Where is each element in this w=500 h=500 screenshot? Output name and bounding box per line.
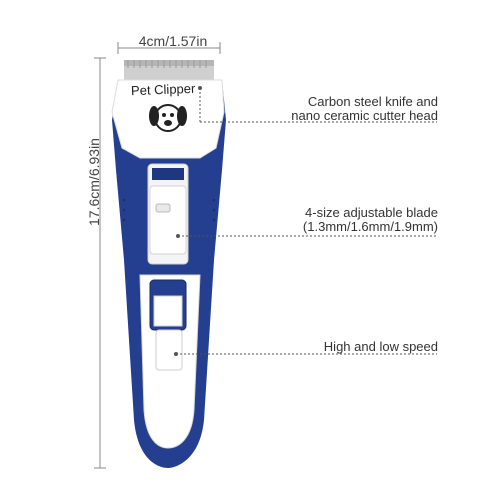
callout-line-1: High and low speed <box>323 339 438 354</box>
callout-lines <box>176 88 437 355</box>
callout-speed: High and low speed <box>324 340 438 354</box>
blade-head <box>124 60 214 80</box>
callout-line-2: (1.3mm/1.6mm/1.9mm) <box>302 219 438 234</box>
clipper-body <box>111 79 226 468</box>
callout-line-1: 4-size adjustable blade <box>305 205 438 220</box>
callout-line-2: nano ceramic cutter head <box>291 108 438 123</box>
height-dimension-label: 17.6cm/6.93in <box>86 138 102 226</box>
callout-dots <box>174 86 202 356</box>
callout-line-1: Carbon steel knife and <box>307 94 438 109</box>
height-dimension-line <box>94 57 106 469</box>
width-dimension-label: 4cm/1.57in <box>138 33 208 49</box>
width-dimension-line <box>117 42 221 54</box>
brand-label: Pet Clipper <box>130 80 196 99</box>
dog-logo-icon <box>149 104 187 132</box>
callout-adjustable-blade: 4-size adjustable blade (1.3mm/1.6mm/1.9… <box>303 206 438 234</box>
callout-cutter-head: Carbon steel knife and nano ceramic cutt… <box>291 95 438 123</box>
